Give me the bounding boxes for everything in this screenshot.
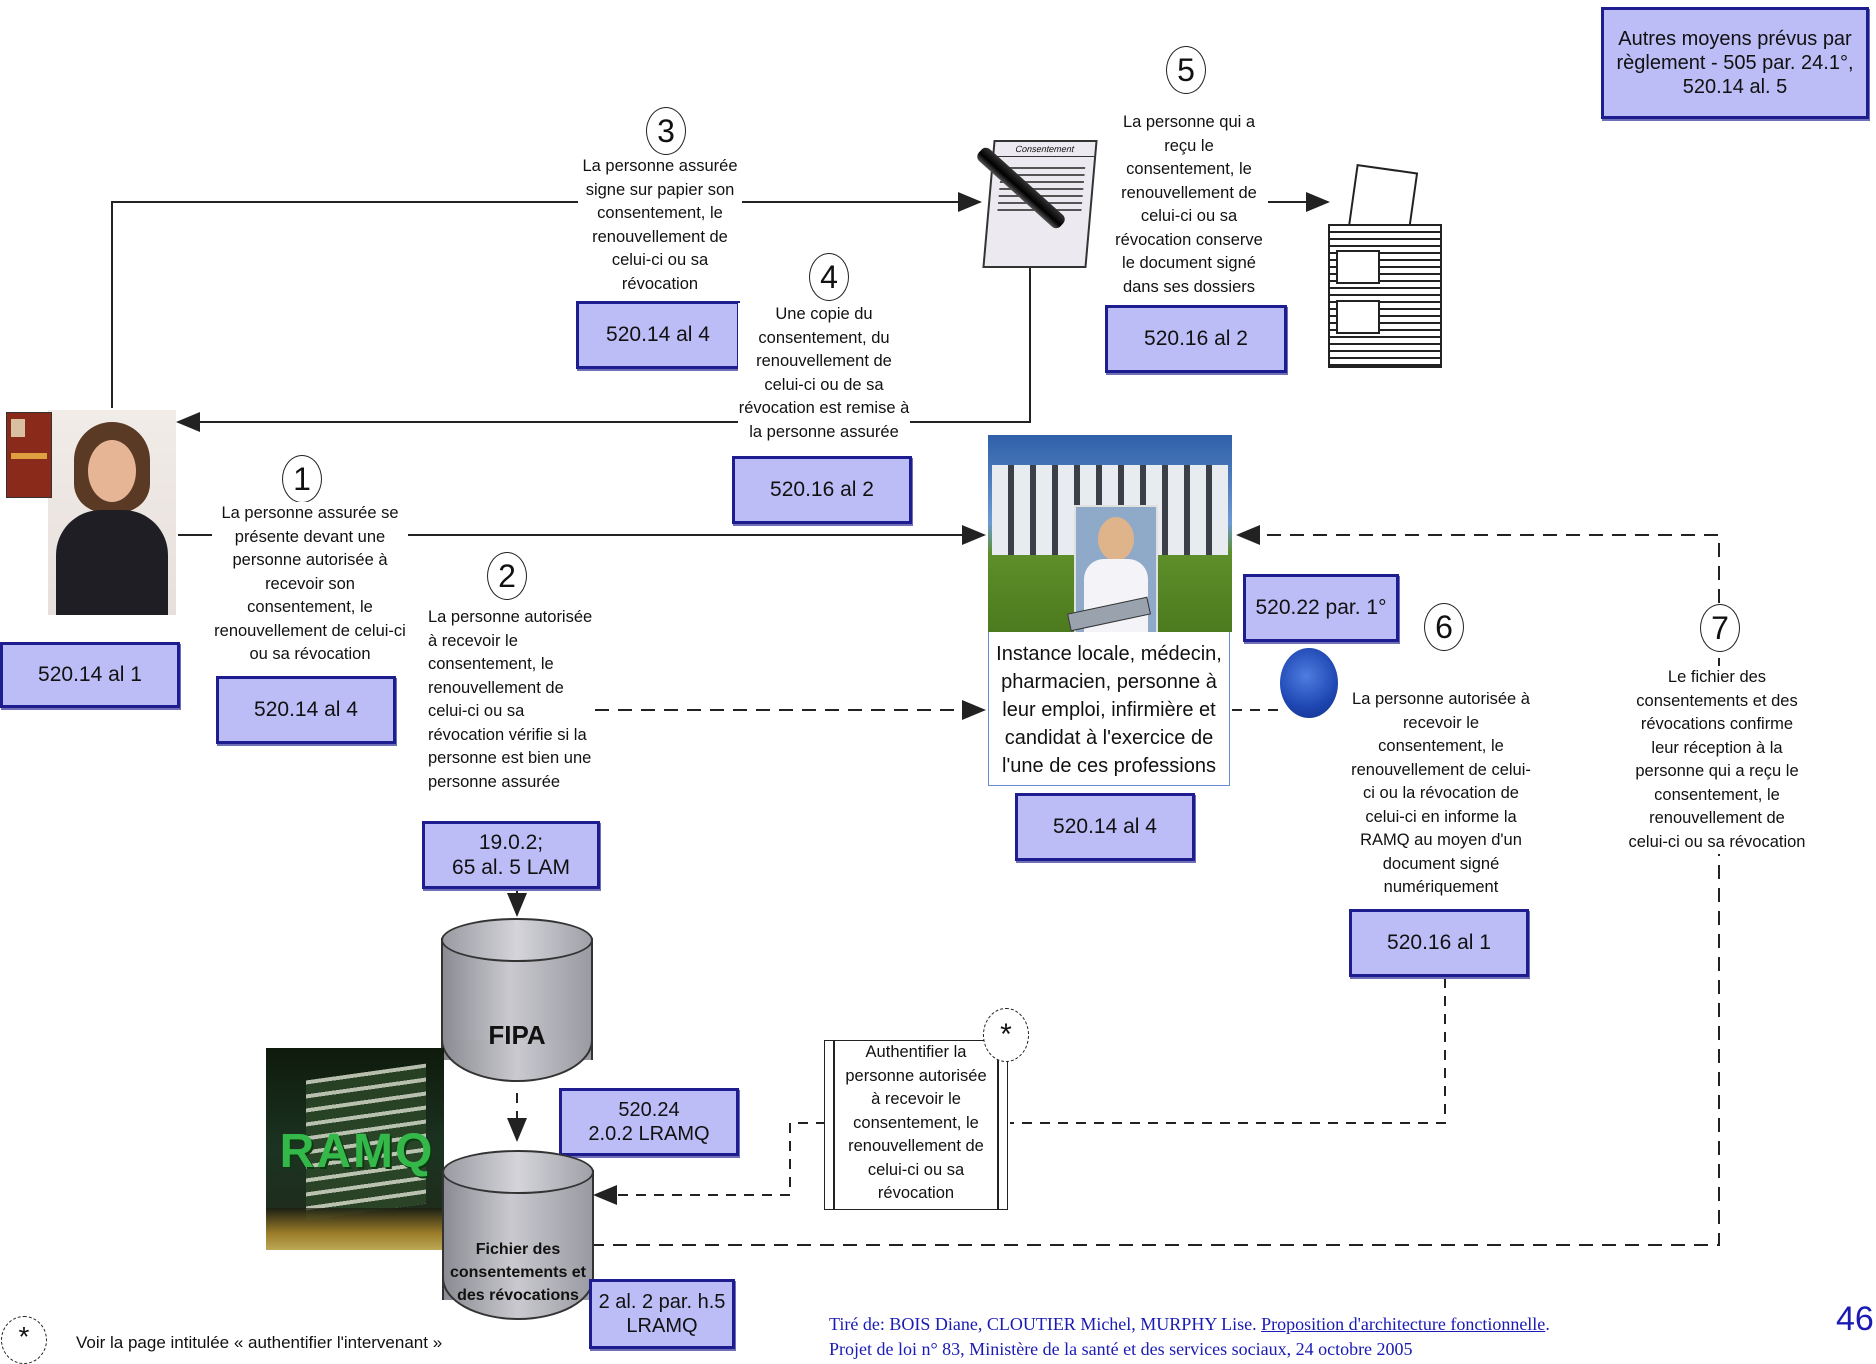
- step-1-text: La personne assurée se présente devant u…: [212, 502, 408, 667]
- instance-side-ref-box: 520.22 par. 1°: [1243, 574, 1399, 642]
- ramq-building-photo: RAMQ: [266, 1048, 444, 1250]
- step-2-number: 2: [487, 552, 527, 600]
- authentifier-text: Authentifier la personne autorisée à rec…: [845, 1043, 987, 1202]
- filing-cabinet-icon: [1318, 160, 1458, 368]
- fichier-label: Fichier des consentements et des révocat…: [449, 1241, 587, 1304]
- step-2-ref-box: 19.0.2; 65 al. 5 LAM: [422, 821, 600, 889]
- ramq-logo: RAMQ: [279, 1125, 435, 1178]
- digital-seal-icon: [1280, 648, 1338, 718]
- step-5-ref-box: 520.16 al 2: [1105, 305, 1287, 373]
- step-1-ref-box: 520.14 al 4: [216, 676, 396, 744]
- top-right-box: Autres moyens prévus par règlement - 505…: [1601, 7, 1869, 119]
- page-number: 46: [1836, 1300, 1874, 1338]
- step-6-ref-box: 520.16 al 1: [1349, 909, 1529, 977]
- citation: Tiré de: BOIS Diane, CLOUTIER Michel, MU…: [829, 1312, 1729, 1362]
- person-ref-box: 520.14 al 1: [0, 642, 180, 708]
- step-5-text: La personne qui a reçu le consentement, …: [1110, 111, 1268, 299]
- citation-suffix: .: [1545, 1314, 1550, 1334]
- fipa-database-icon: FIPA: [441, 918, 593, 1082]
- instance-label: Instance locale, médecin, pharmacien, pe…: [988, 632, 1230, 786]
- step-3-text: La personne assurée signe sur papier son…: [578, 155, 742, 296]
- step-2-text: La personne autorisée à recevoir le cons…: [428, 606, 593, 794]
- id-card-icon: [6, 412, 52, 498]
- line-step-7: [590, 525, 1720, 1246]
- step-6-text: La personne autorisée à recevoir le cons…: [1350, 688, 1532, 900]
- authentifier-box: Authentifier la personne autorisée à rec…: [824, 1040, 1008, 1210]
- step-6-number: 6: [1424, 603, 1464, 651]
- line-step-6-down: [1010, 978, 1446, 1124]
- footnote-text: Voir la page intitulée « authentifier l'…: [76, 1333, 443, 1352]
- citation-prefix: Tiré de: BOIS Diane, CLOUTIER Michel, MU…: [829, 1314, 1262, 1334]
- line-auth-fichier: [593, 1122, 826, 1205]
- citation-link[interactable]: Proposition d'architecture fonctionnelle: [1261, 1314, 1546, 1334]
- authentifier-marker: *: [983, 1008, 1029, 1062]
- step-3-number: 3: [646, 107, 686, 155]
- fipa-label: FIPA: [488, 1020, 546, 1050]
- step-5-number: 5: [1166, 46, 1206, 94]
- step-7-number: 7: [1700, 604, 1740, 652]
- fichier-database-icon: Fichier des consentements et des révocat…: [442, 1150, 594, 1320]
- fichier-ref-box: 2 al. 2 par. h.5 LRAMQ: [589, 1279, 735, 1349]
- step-1-number: 1: [282, 455, 322, 503]
- step-7-text: Le fichier des consentements et des révo…: [1628, 666, 1806, 854]
- step-4-ref-box: 520.16 al 2: [732, 456, 912, 524]
- line-step-4: [176, 268, 1031, 432]
- instance-ref-box: 520.14 al 4: [1015, 793, 1195, 861]
- citation-line2: Projet de loi n° 83, Ministère de la san…: [829, 1339, 1413, 1359]
- instance-photo: [988, 435, 1232, 632]
- document-label: Consentement: [994, 142, 1096, 157]
- person-photo: [48, 410, 176, 615]
- step-4-number: 4: [809, 253, 849, 301]
- step-4-text: Une copie du consentement, du renouvelle…: [738, 303, 910, 444]
- footnote-marker: *: [1, 1316, 47, 1364]
- step-3-ref-box: 520.14 al 4: [576, 301, 740, 369]
- fipa-ref-box: 520.24 2.0.2 LRAMQ: [559, 1088, 739, 1156]
